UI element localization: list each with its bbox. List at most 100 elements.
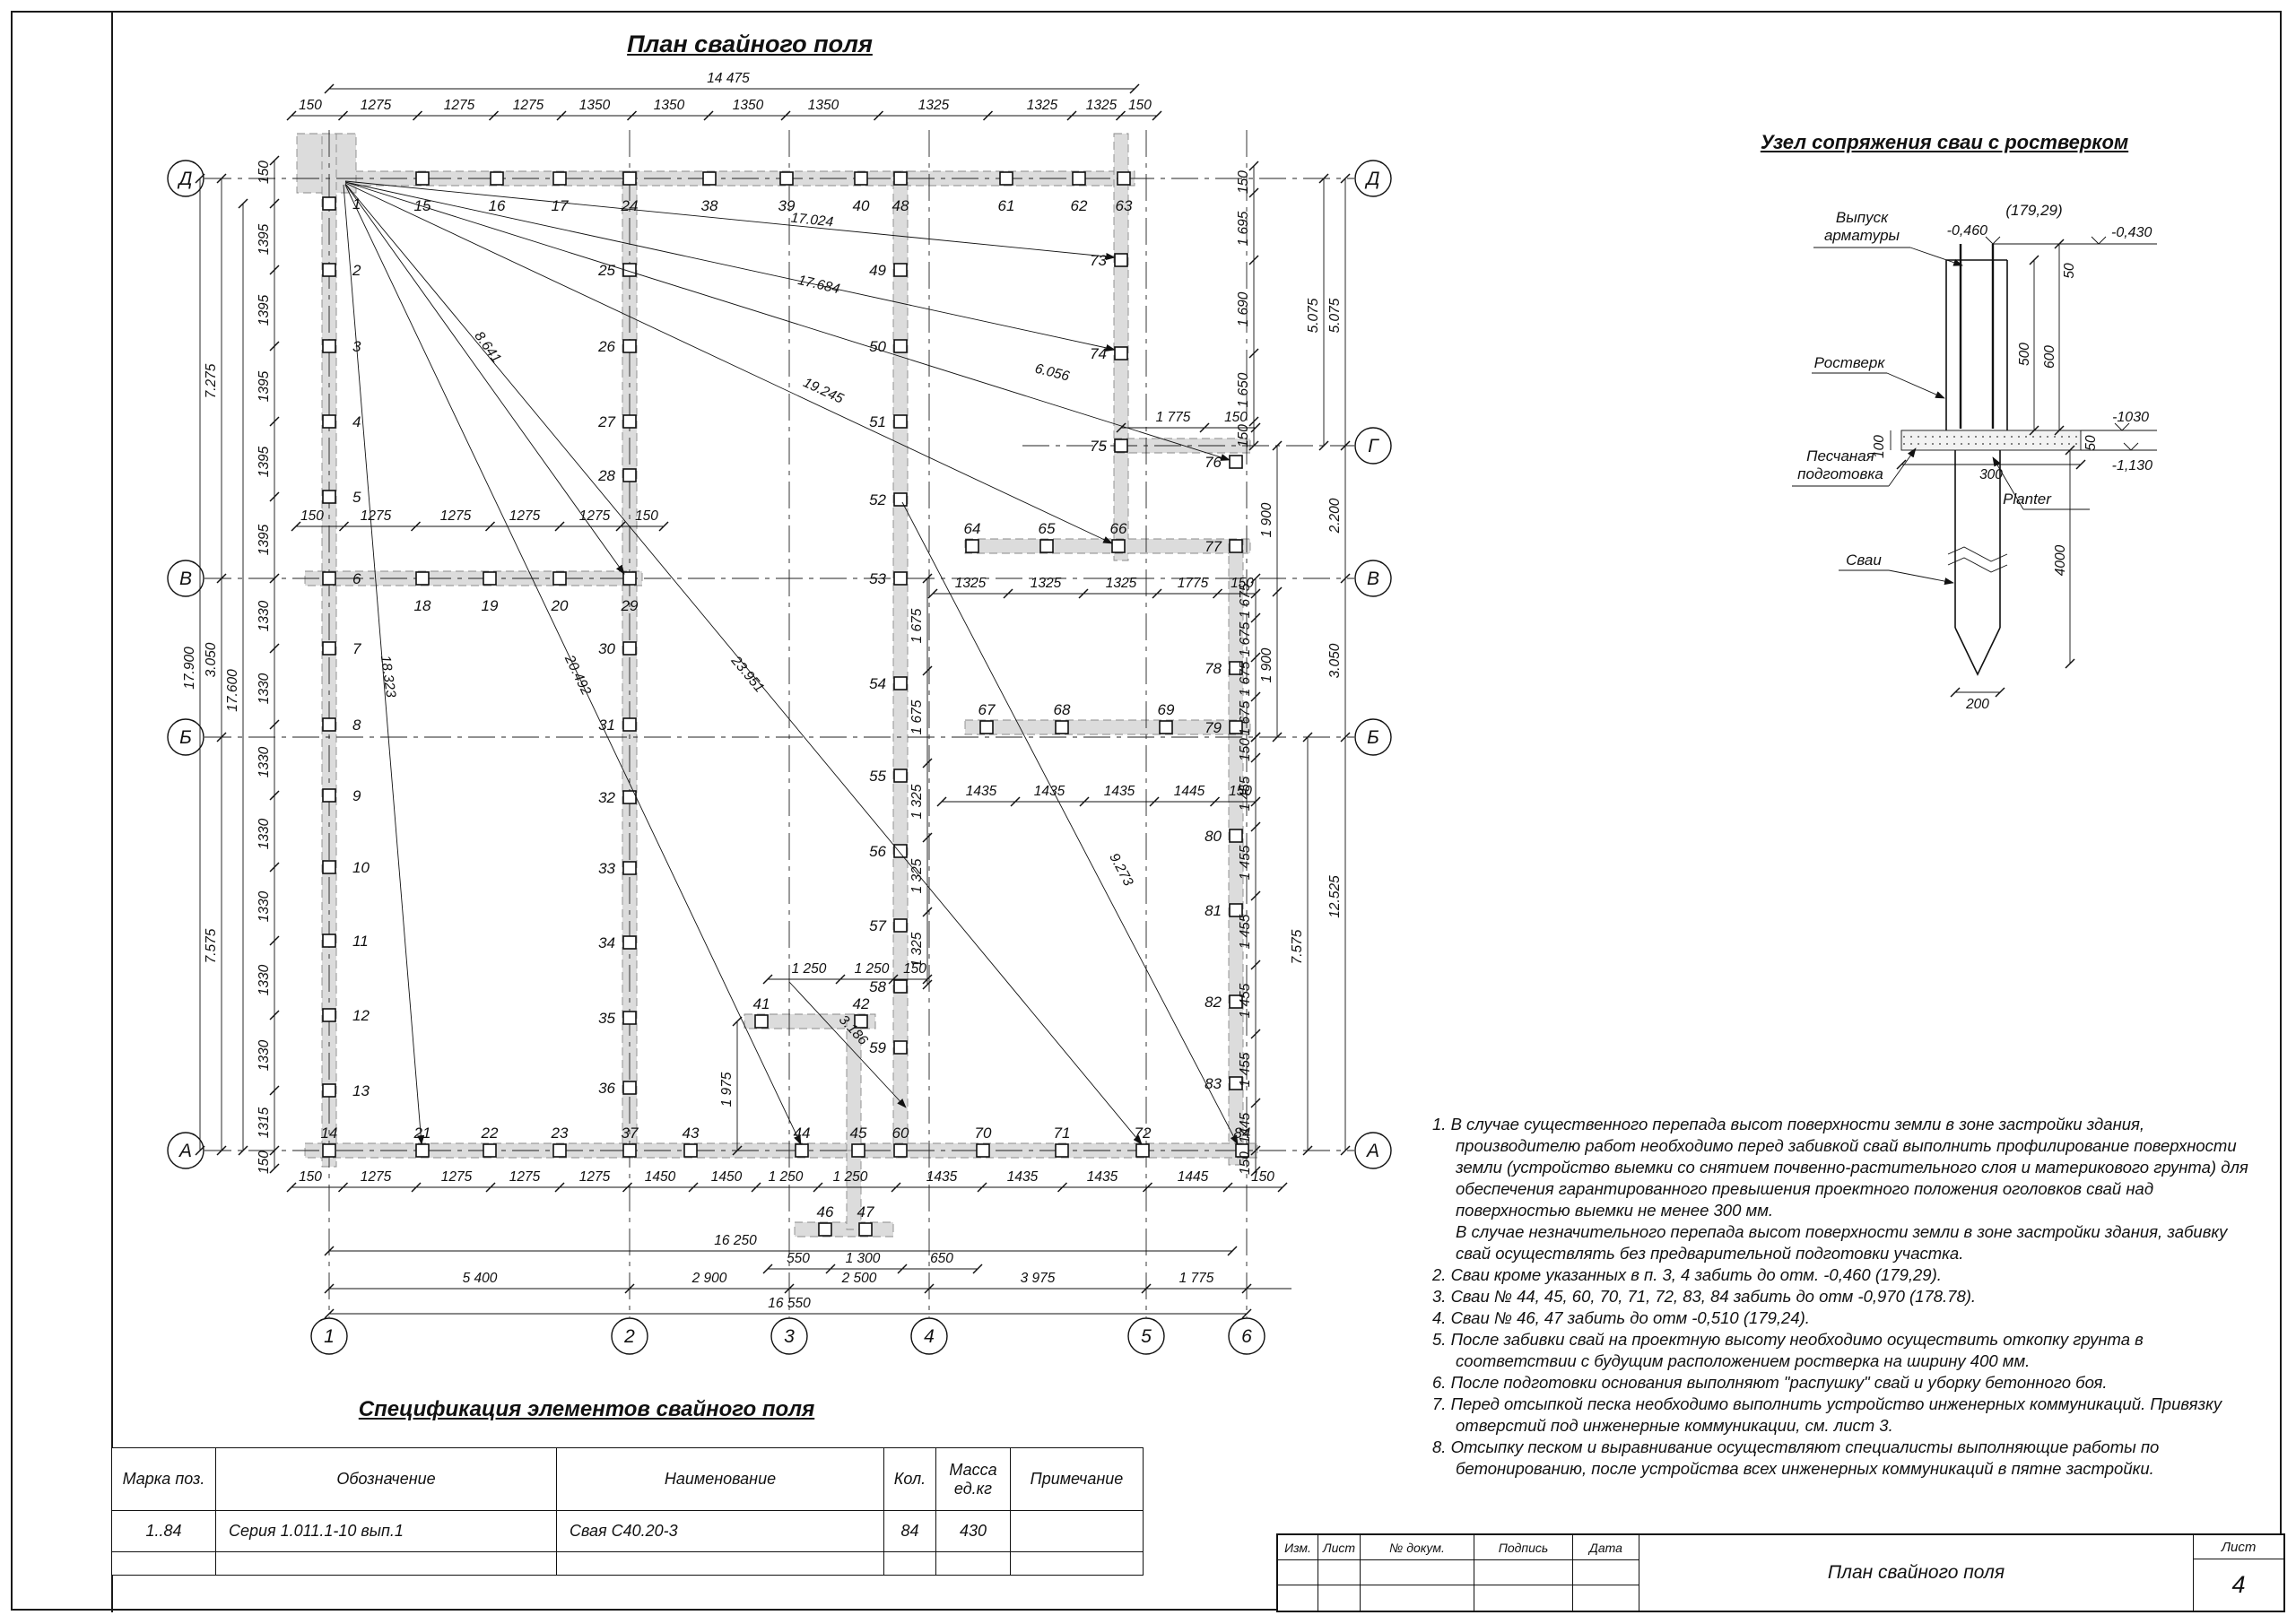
dimension-tick: [1340, 573, 1351, 584]
dimension-label: 1 250: [769, 1169, 804, 1185]
pile-number: 37: [622, 1125, 639, 1142]
pile-number: 18: [414, 597, 431, 614]
dimension-label: 1 775: [1179, 1271, 1214, 1286]
dimension-tick: [1302, 732, 1313, 743]
dimension-tick: [338, 521, 350, 532]
dimension-label: 1350: [808, 98, 839, 113]
dimension-label: 2 900: [691, 1271, 727, 1286]
dimension-tick: [1078, 588, 1089, 599]
dimension-tick: [1209, 796, 1221, 807]
pile-number: 73: [1090, 252, 1107, 269]
dimension-tick: [835, 974, 846, 985]
dimension-label: 7.575: [1290, 929, 1305, 964]
dimension-tick: [1340, 732, 1351, 743]
dimension-label: 1 900: [1259, 647, 1274, 682]
pile-marker: [1229, 455, 1243, 469]
pile-number: 17: [552, 197, 569, 214]
stamp-col-docnum: № докум.: [1361, 1535, 1474, 1560]
pile-number: 24: [621, 197, 639, 214]
dimension-tick: [1003, 588, 1013, 599]
dimension-label: 1 325: [909, 858, 925, 893]
elevation-label: -0,430: [2111, 225, 2152, 240]
spec-title: Спецификация элементов свайного поля: [358, 1397, 815, 1421]
pile-marker: [893, 1040, 908, 1055]
axis-bubble-label: Д: [178, 169, 193, 189]
dimension-label: 1395: [257, 446, 272, 477]
dimension-tick: [488, 110, 500, 121]
spec-cell-designation: Серия 1.011.1-10 вып.1: [215, 1510, 557, 1552]
pile-marker: [552, 571, 567, 586]
pile-marker: [622, 263, 637, 277]
dimension-tick: [269, 198, 280, 209]
dimension-tick: [922, 907, 933, 917]
dimension-tick: [324, 1308, 335, 1319]
dimension-label: 1435: [966, 784, 997, 799]
dimension-label: 1350: [579, 98, 611, 113]
dimension-label: 1330: [257, 1039, 272, 1071]
dimension-label: 1 250: [855, 961, 890, 977]
dimension-label: 1775: [1178, 576, 1209, 591]
pile-marker: [622, 414, 637, 429]
pile-marker: [795, 1143, 809, 1158]
axis-bubble-label: Г: [1368, 436, 1379, 456]
dimension-label: 1275: [579, 1169, 611, 1185]
pile-number: 50: [869, 338, 886, 355]
dimension-tick: [269, 155, 280, 166]
stamp-col-izm: Изм.: [1278, 1535, 1318, 1560]
axis-bubble-label: 3: [784, 1326, 795, 1347]
pile-marker: [1055, 1143, 1069, 1158]
pile-marker: [893, 492, 908, 507]
spec-cell-empty: [111, 1551, 216, 1576]
dimension-tick: [703, 110, 714, 121]
radial-dimension-line: [343, 184, 425, 1145]
dimension-label: 1 695: [1236, 211, 1251, 246]
stamp-col-date: Дата: [1573, 1535, 1639, 1560]
dimension-tick: [762, 1264, 773, 1274]
pile-marker: [322, 263, 336, 277]
dimension-label: 150: [257, 161, 272, 184]
dimension-label: 1315: [257, 1107, 272, 1138]
axis-bubble: [167, 560, 204, 597]
dimension-label: 1325: [1031, 576, 1062, 591]
planter-label: Planter: [2003, 491, 2052, 508]
stamp-empty-cell: [1474, 1560, 1573, 1585]
dimension-label: 150: [1236, 424, 1251, 447]
leader-line: [1909, 247, 1963, 266]
dimension-label: 150: [1229, 784, 1252, 799]
pile-number: 25: [597, 262, 615, 279]
dimension-tick: [269, 491, 280, 502]
dimension-label: 1 775: [1156, 410, 1191, 425]
pile-marker: [622, 1143, 637, 1158]
dimension-tick: [897, 1264, 908, 1274]
pile-number: 79: [1205, 719, 1222, 736]
dimension-tick: [1272, 440, 1283, 451]
pile-marker: [1055, 720, 1069, 734]
pile-marker: [322, 339, 336, 353]
stamp-empty-cell: [1361, 1560, 1474, 1585]
specification-table: Марка поз. Обозначение Наименование Кол.…: [111, 1447, 1144, 1576]
stamp-empty-cell: [1474, 1585, 1573, 1611]
pile-number: 70: [975, 1125, 992, 1142]
dimension-tick: [1250, 422, 1261, 433]
pile-number: 66: [1110, 520, 1127, 537]
dimension-tick: [1241, 1308, 1252, 1319]
dimension-label: 1275: [509, 508, 541, 524]
pile-number: 57: [869, 917, 886, 934]
pile-number: 4: [352, 413, 361, 430]
dimension-tick: [888, 974, 899, 985]
pile-marker: [893, 339, 908, 353]
dimension-tick: [1250, 1098, 1261, 1108]
dimension-label: 1 455: [1238, 1052, 1253, 1087]
pile-number: 64: [964, 520, 981, 537]
dimension-label: 1325: [918, 98, 950, 113]
dimension-label: 150: [1236, 170, 1251, 194]
spec-cell-qty: 84: [883, 1510, 936, 1552]
pile-number: 80: [1205, 828, 1222, 845]
note-item: 5. После забивки свай на проектную высот…: [1432, 1330, 2144, 1370]
pile-number: 39: [778, 197, 796, 214]
dimension-label: 1 675: [1238, 621, 1253, 656]
pile-number: 77: [1205, 538, 1222, 555]
radial-dimension-line: [345, 184, 1143, 1145]
pile-number: 41: [753, 995, 770, 1012]
radial-dimension-line: [788, 981, 907, 1108]
